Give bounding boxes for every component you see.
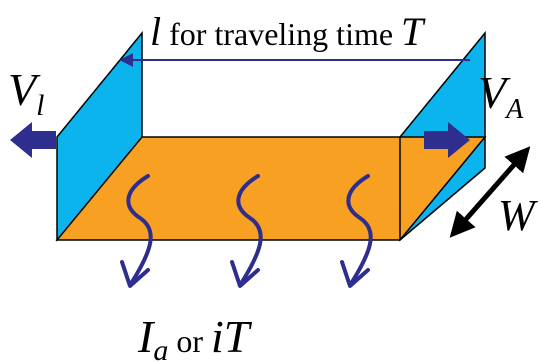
width-label: W	[498, 191, 538, 240]
bottom-I: I	[137, 311, 156, 362]
wavy-arrow-3	[346, 174, 373, 284]
top-label: l for traveling time T	[150, 9, 426, 54]
bottom-subscript: a	[153, 334, 168, 363]
right-velocity-label: VA	[478, 67, 524, 125]
right-velocity-V: V	[478, 67, 511, 118]
bottom-iT: iT	[211, 311, 253, 362]
wavy-arrow-3-head	[340, 260, 370, 288]
length-symbol: l	[150, 9, 161, 54]
wavy-arrow-1	[126, 174, 153, 284]
bottom-label: Ia or iT	[137, 311, 253, 363]
left-velocity-label: Vl	[8, 64, 44, 122]
wavy-arrow-2-head	[230, 260, 260, 288]
left-velocity-arrow	[10, 122, 56, 158]
left-velocity-V: V	[8, 64, 41, 115]
width-arrow	[449, 146, 531, 238]
time-symbol: T	[401, 9, 426, 54]
right-velocity-subscript: A	[504, 94, 524, 125]
bottom-or: or	[168, 323, 211, 359]
traveling-time-text: for traveling time	[161, 16, 401, 52]
left-velocity-subscript: l	[36, 89, 44, 122]
wavy-arrow-1-head	[120, 260, 150, 288]
wavy-arrow-2	[236, 174, 263, 284]
